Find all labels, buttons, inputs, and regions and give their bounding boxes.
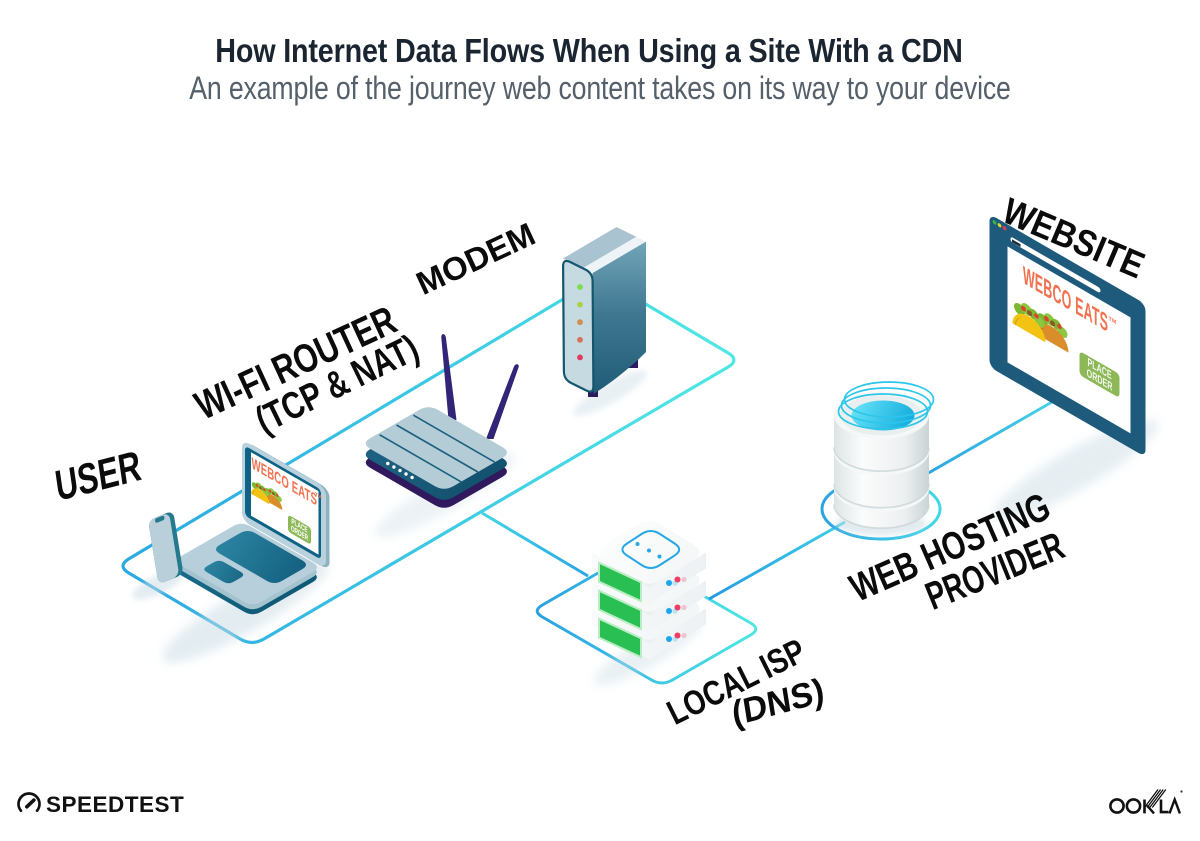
svg-text:How Internet Data Flows When U: How Internet Data Flows When Using a Sit… xyxy=(215,32,962,69)
svg-text:An example of the journey web: An example of the journey web content ta… xyxy=(189,71,1010,107)
svg-text:TM: TM xyxy=(315,491,322,500)
svg-text:SPEEDTEST: SPEEDTEST xyxy=(46,792,184,817)
svg-text:TM: TM xyxy=(1109,316,1117,326)
